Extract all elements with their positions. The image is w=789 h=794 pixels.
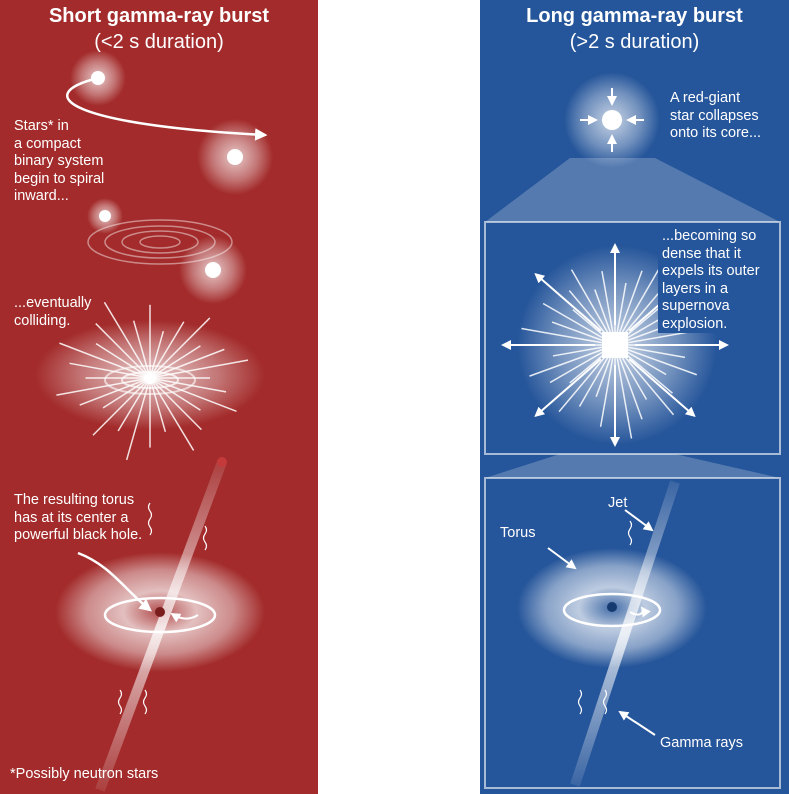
burst-ray <box>578 344 616 407</box>
burst-ray <box>102 377 151 409</box>
burst-ray <box>149 317 211 379</box>
burst-ray <box>614 262 664 346</box>
label-gamma-rays: Gamma rays <box>660 735 743 751</box>
torus-box <box>484 477 781 789</box>
burst-ray <box>149 377 167 433</box>
footnote-neutron-stars: *Possibly neutron stars <box>10 766 159 782</box>
expulsion-arrow <box>628 358 696 418</box>
long-gamma-waves <box>577 520 633 715</box>
burst-ray <box>595 344 616 397</box>
burst-ray <box>149 377 227 393</box>
burst-ray <box>149 359 249 379</box>
burst-ray <box>614 344 686 359</box>
burst-ray <box>542 302 616 346</box>
caption-colliding: ...eventually colliding. <box>14 295 92 329</box>
burst-ray <box>614 344 675 416</box>
burst-ray <box>92 377 151 436</box>
label-torus: Torus <box>500 525 536 541</box>
binary-orbit <box>66 50 273 195</box>
burst-ray <box>56 377 151 396</box>
burst-ray <box>558 344 616 413</box>
burst-ray <box>614 344 648 400</box>
burst-ray <box>601 271 616 346</box>
long-burst-panel: Long gamma-ray burst (>2 s duration) A r… <box>480 0 789 794</box>
burst-ray <box>614 344 643 420</box>
long-burst-title: Long gamma-ray burst <box>526 5 743 27</box>
burst-ray <box>614 270 643 346</box>
burst-ray <box>614 344 633 439</box>
burst-ray <box>79 377 151 406</box>
long-burst-subtitle: (>2 s duration) <box>569 31 700 53</box>
spiral-inward <box>87 198 247 304</box>
short-burst-subtitle: (<2 s duration) <box>94 31 224 53</box>
burst-ray <box>149 377 201 411</box>
short-torus <box>55 551 265 672</box>
short-gamma-waves <box>117 502 208 715</box>
burst-ray <box>95 342 151 379</box>
burst-ray <box>570 269 616 346</box>
burst-ray <box>614 316 664 346</box>
burst-ray <box>149 377 237 413</box>
burst-ray <box>529 344 616 377</box>
burst-ray <box>551 321 616 346</box>
short-burst-panel: Short gamma-ray burst (<2 s duration) St… <box>0 0 318 794</box>
short-burst-illustration <box>35 50 273 792</box>
burst-ray <box>103 301 151 379</box>
burst-ray <box>149 330 165 379</box>
expulsion-arrow <box>534 358 602 418</box>
burst-ray <box>69 362 151 379</box>
collision-burst <box>35 301 265 461</box>
burst-ray <box>549 344 616 384</box>
zoom-cone-lower <box>485 454 780 478</box>
zoom-cone <box>485 158 780 222</box>
burst-ray <box>599 344 616 427</box>
caption-stars-spiral: Stars* in a compact binary system begin … <box>14 118 105 204</box>
burst-ray <box>594 289 616 346</box>
caption-red-giant: A red-giant star collapses onto its core… <box>670 90 762 141</box>
burst-ray <box>614 282 627 346</box>
burst-ray <box>95 323 151 379</box>
burst-ray <box>572 309 616 346</box>
burst-ray <box>569 344 616 384</box>
burst-ray <box>568 290 616 346</box>
burst-ray <box>614 344 698 376</box>
burst-ray <box>614 293 659 346</box>
burst-ray <box>521 327 616 346</box>
burst-ray <box>59 342 151 379</box>
red-giant-star <box>564 72 660 168</box>
burst-ray <box>149 377 202 431</box>
burst-ray <box>552 344 616 357</box>
burst-ray <box>149 377 195 451</box>
burst-ray <box>614 344 673 394</box>
burst-ray <box>149 345 201 379</box>
short-burst-title: Short gamma-ray burst <box>48 5 270 27</box>
caption-black-hole-torus: The resulting torus has at its center a … <box>14 492 143 543</box>
burst-ray <box>132 320 151 379</box>
expulsion-arrow <box>534 272 602 332</box>
burst-ray <box>149 321 185 379</box>
caption-supernova: ...becoming so dense that it expels its … <box>658 228 764 333</box>
burst-ray <box>117 377 151 432</box>
burst-ray <box>614 344 667 376</box>
burst-ray <box>149 348 225 379</box>
burst-ray <box>125 377 151 461</box>
label-jet: Jet <box>608 495 628 511</box>
